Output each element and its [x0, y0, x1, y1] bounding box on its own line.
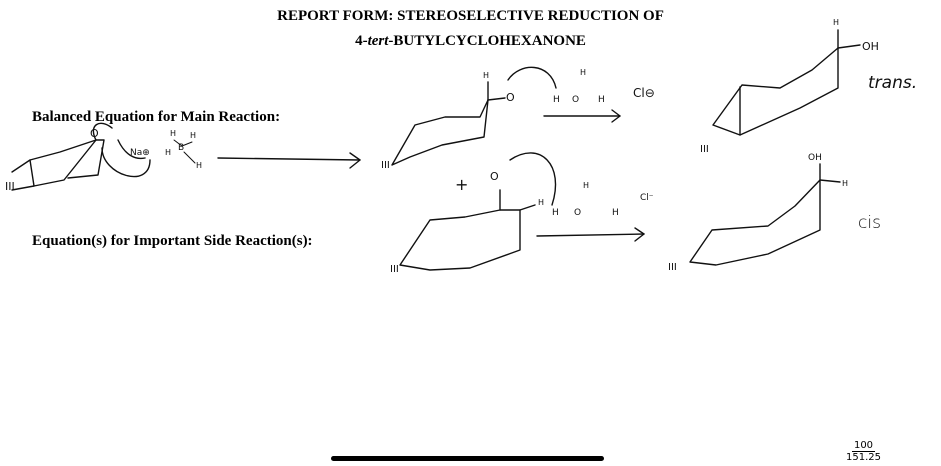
protonation-arrow-bottom	[536, 227, 645, 242]
alkoxide-oxygen: O	[506, 91, 515, 104]
cis-h: H	[842, 179, 848, 188]
boron-label: B	[178, 143, 184, 153]
side-reaction-label: Equation(s) for Important Side Reaction(…	[32, 233, 313, 249]
alkoxide-h-2: H	[538, 198, 544, 207]
hydronium-h1: H	[553, 95, 560, 105]
report-title-line2: 4-tert-BUTYLCYCLOHEXANONE	[0, 32, 941, 50]
calc-numerator: 100	[851, 440, 876, 452]
cis-product	[689, 163, 841, 266]
tbutyl-mark-3: III	[700, 144, 709, 155]
yield-calculation: 100 151.25	[846, 440, 881, 463]
home-indicator[interactable]	[331, 456, 604, 461]
main-reaction-arrow	[217, 152, 361, 169]
hydronium-o: O	[572, 95, 579, 105]
borohydride-h4: H	[196, 161, 202, 170]
plus-sign: +	[455, 175, 468, 194]
protonation-arrow-top	[543, 109, 621, 123]
hydronium2-h1: H	[552, 208, 559, 218]
title-prefix: 4-	[355, 33, 368, 49]
hydronium2-h3: H	[583, 181, 589, 190]
alkoxide-h: H	[483, 71, 489, 80]
tbutyl-mark-5: III	[668, 262, 677, 273]
alkoxide-oxygen-2: O	[490, 170, 499, 183]
hydronium2-o: O	[574, 208, 581, 218]
borohydride-h2: H	[170, 129, 176, 138]
trans-hydroxyl: OH	[862, 40, 879, 53]
cis-annotation: cis	[858, 213, 881, 233]
alkoxide-bottom	[399, 152, 557, 271]
trans-h: H	[833, 18, 839, 27]
hydronium-h3: H	[580, 68, 586, 77]
ketone-oxygen: O	[90, 127, 99, 140]
trans-product	[712, 29, 861, 136]
borohydride-h3: H	[190, 131, 196, 140]
hydronium2-h2: H	[612, 208, 619, 218]
title-italic-tert: tert	[367, 33, 389, 49]
chloride-anion-top: Cl⊖	[633, 86, 655, 100]
hydronium-h2: H	[598, 95, 605, 105]
cis-hydroxyl: OH	[808, 153, 822, 163]
main-reaction-label: Balanced Equation for Main Reaction:	[32, 109, 281, 125]
tbutyl-mark-1: III	[5, 180, 15, 193]
borohydride-h1: H	[165, 148, 171, 157]
sodium-cation: Na⊕	[130, 148, 150, 158]
ketone-structure	[11, 122, 151, 191]
tbutyl-mark-4: III	[390, 264, 399, 275]
calc-denominator: 151.25	[846, 452, 881, 463]
alkoxide-top	[391, 66, 557, 166]
trans-annotation: trans.	[868, 73, 918, 93]
report-title-line1: REPORT FORM: STEREOSELECTIVE REDUCTION O…	[277, 8, 664, 24]
tbutyl-mark-2: III	[381, 160, 390, 171]
chloride-anion-bottom: Cl⁻	[640, 193, 654, 203]
title-suffix: -BUTYLCYCLOHEXANONE	[388, 33, 586, 49]
